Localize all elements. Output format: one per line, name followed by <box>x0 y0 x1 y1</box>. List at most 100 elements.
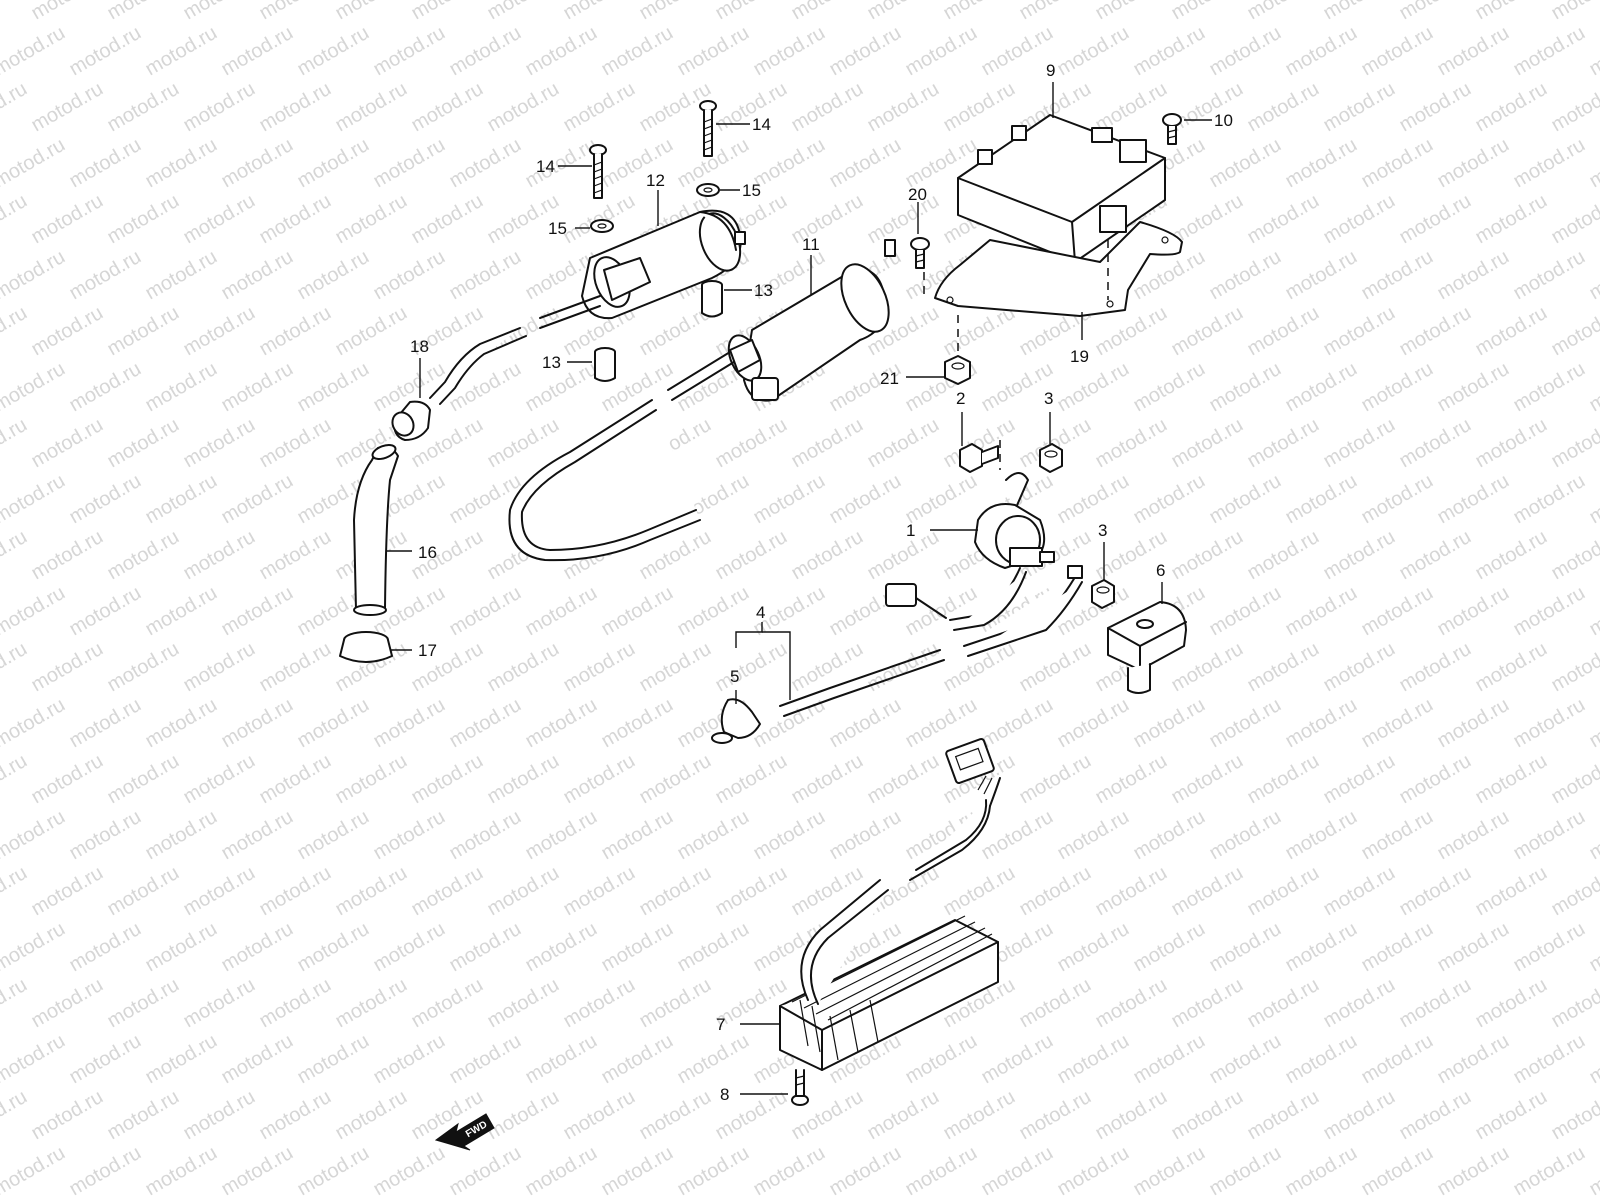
watermark-text: motod.ru <box>1168 414 1247 473</box>
watermark-text: motod.ru <box>142 806 221 865</box>
callout-11: 11 <box>802 235 820 254</box>
watermark-text: motod.ru <box>1510 470 1589 529</box>
watermark-text: motod.ru <box>180 78 259 137</box>
watermark-text: motod.ru <box>446 1142 525 1200</box>
watermark-text: motod.ru <box>0 22 69 81</box>
watermark-text: motod.ru <box>446 694 525 753</box>
watermark-text: motod.ru <box>0 190 31 249</box>
watermark-text: motod.ru <box>370 1142 449 1200</box>
watermark-text: motod.ru <box>1358 470 1437 529</box>
watermark-text: motod.ru <box>522 582 601 641</box>
watermark-text: motod.ru <box>788 414 867 473</box>
watermark-text: motod.ru <box>978 1142 1057 1200</box>
callout-3a: 3 <box>1044 389 1053 408</box>
watermark-text: motod.ru <box>1320 862 1399 921</box>
watermark-text: motod.ru <box>598 1142 677 1200</box>
watermark-text: motod.ru <box>1472 862 1551 921</box>
watermark-text: motod.ru <box>408 0 487 24</box>
watermark-text: motod.ru <box>1244 78 1323 137</box>
watermark-text: motod.ru <box>218 582 297 641</box>
watermark-text: motod.ru <box>1130 694 1209 753</box>
callout-6: 6 <box>1156 561 1165 580</box>
watermark-text: motod.ru <box>750 806 829 865</box>
watermark-text: motod.ru <box>1206 134 1285 193</box>
watermark-text: motod.ru <box>66 806 145 865</box>
watermark-text: motod.ru <box>1320 302 1399 361</box>
watermark-text: motod.ru <box>66 918 145 977</box>
watermark-text: motod.ru <box>484 750 563 809</box>
watermark-text: motod.ru <box>1510 694 1589 753</box>
watermark-text: motod.ru <box>1092 974 1171 1033</box>
watermark-text: motod.ru <box>1168 750 1247 809</box>
watermark-text: motod.ru <box>1396 974 1475 1033</box>
callout-17: 17 <box>418 641 437 660</box>
watermark-text: motod.ru <box>142 1030 221 1089</box>
watermark-text: motod.ru <box>0 1142 69 1200</box>
watermark-text: motod.ru <box>1434 22 1513 81</box>
watermark-text: motod.ru <box>1282 358 1361 417</box>
watermark-text: motod.ru <box>484 78 563 137</box>
watermark-text: motod.ru <box>332 750 411 809</box>
callout-19: 19 <box>1070 347 1089 366</box>
watermark-text: motod.ru <box>1586 246 1600 305</box>
watermark-text: motod.ru <box>1206 1030 1285 1089</box>
watermark-text: motod.ru <box>864 862 943 921</box>
watermark-text: motod.ru <box>142 246 221 305</box>
watermark-text: motod.ru <box>1434 358 1513 417</box>
watermark-text: motod.ru <box>1396 78 1475 137</box>
watermark-text: motod.ru <box>1206 470 1285 529</box>
watermark-text: motod.ru <box>1054 806 1133 865</box>
watermark-text: motod.ru <box>1282 1030 1361 1089</box>
callout-3b: 3 <box>1098 521 1107 540</box>
watermark-text: motod.ru <box>826 806 905 865</box>
callout-14a: 14 <box>536 157 555 176</box>
screw-10 <box>1162 113 1182 145</box>
watermark-text: motod.ru <box>560 862 639 921</box>
watermark-text: motod.ru <box>636 638 715 697</box>
watermark-text: motod.ru <box>408 750 487 809</box>
watermark-text: motod.ru <box>218 806 297 865</box>
watermark-text: motod.ru <box>864 526 943 585</box>
watermark-text: motod.ru <box>218 246 297 305</box>
bolt-14-left <box>589 144 607 199</box>
watermark-text: motod.ru <box>484 0 563 24</box>
watermark-text: motod.ru <box>104 862 183 921</box>
terminal-cover-5 <box>711 698 761 744</box>
nut-3-lower <box>1091 579 1115 609</box>
watermark-text: motod.ru <box>180 750 259 809</box>
bolt-14-right <box>699 100 717 157</box>
watermark-text: motod.ru <box>142 470 221 529</box>
watermark-text: motod.ru <box>522 1030 601 1089</box>
watermark-text: motod.ru <box>1282 806 1361 865</box>
callout-labels: 1 2 3 3 4 5 6 7 8 9 10 11 12 13 13 14 14… <box>410 61 1233 1104</box>
watermark-text: motod.ru <box>1434 806 1513 865</box>
callout-1: 1 <box>906 521 915 540</box>
watermark-text: motod.ru <box>104 638 183 697</box>
watermark-text: motod.ru <box>1282 582 1361 641</box>
watermark-text: motod.ru <box>1472 638 1551 697</box>
watermark-text: motod.ru <box>370 246 449 305</box>
watermark-text: motod.ru <box>788 0 867 24</box>
watermark-text: motod.ru <box>0 526 31 585</box>
watermark-text: motod.ru <box>1054 694 1133 753</box>
watermark-text: motod.ru <box>1548 302 1600 361</box>
watermark-text: motod.ru <box>142 358 221 417</box>
watermark-text: motod.ru <box>28 78 107 137</box>
watermark-text: motod.ru <box>1586 470 1600 529</box>
watermark-text: motod.ru <box>332 190 411 249</box>
watermark-text: motod.ru <box>712 638 791 697</box>
watermark-text: motod.ru <box>522 918 601 977</box>
watermark-text: motod.ru <box>978 22 1057 81</box>
watermark-text: motod.ru <box>28 190 107 249</box>
watermark-text: motod.ru <box>674 918 753 977</box>
watermark-text: motod.ru <box>1244 862 1323 921</box>
watermark-text: motod.ru <box>446 582 525 641</box>
watermark-text: motod.ru <box>28 302 107 361</box>
watermark-text: motod.ru <box>180 414 259 473</box>
watermark-text: motod.ru <box>1434 470 1513 529</box>
watermark-text: motod.ru <box>1358 1030 1437 1089</box>
watermark-text: motod.ru <box>1548 862 1600 921</box>
watermark-text: motod.ru <box>66 470 145 529</box>
watermark-text: motod.ru <box>256 750 335 809</box>
watermark-text: motod.ru <box>104 414 183 473</box>
